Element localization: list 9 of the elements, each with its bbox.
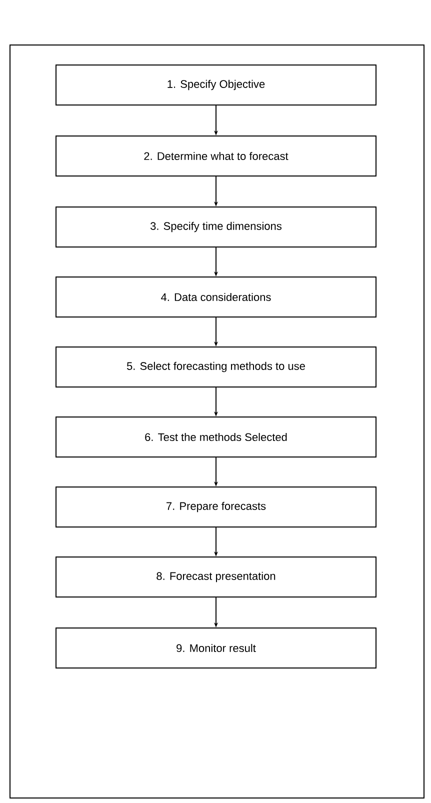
process-box: 5. Select forecasting methods to use — [56, 346, 376, 388]
process-box: 3. Specify time dimensions — [56, 206, 376, 248]
process-box: 6. Test the methods Selected — [56, 416, 376, 458]
process-box: 1. Specify Objective — [56, 64, 376, 106]
process-box: 2. Determine what to forecast — [56, 136, 376, 176]
process-box: 4. Data considerations — [56, 276, 376, 318]
process-box: 8. Forecast presentation — [56, 556, 376, 598]
process-box: 7. Prepare forecasts — [56, 486, 376, 528]
process-box: 9. Monitor result — [56, 628, 376, 668]
